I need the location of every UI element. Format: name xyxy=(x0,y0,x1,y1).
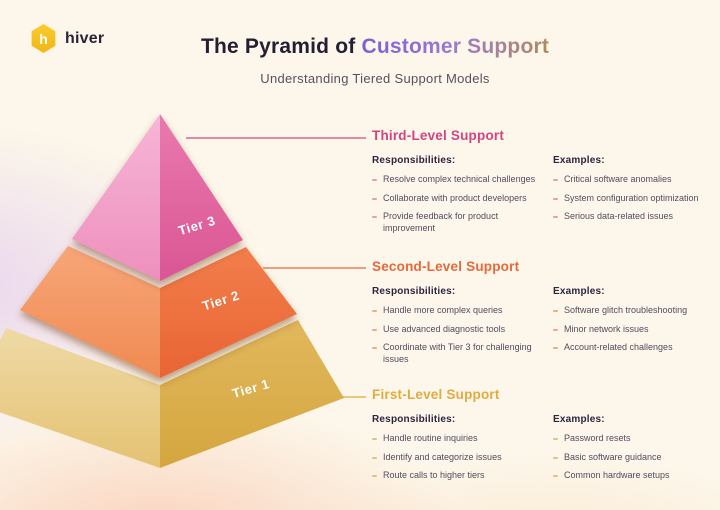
bullet-item: Resolve complex technical challenges xyxy=(372,174,538,186)
responsibilities-label: Responsibilities: xyxy=(372,286,456,297)
bullet-dash-icon xyxy=(553,328,558,331)
bullet-item: Common hardware setups xyxy=(553,470,712,482)
section-second-level: Second-Level Support Responsibilities: H… xyxy=(372,259,712,373)
examples-label: Examples: xyxy=(553,286,605,297)
bullet-item: Critical software anomalies xyxy=(553,174,712,186)
bullet-item: Route calls to higher tiers xyxy=(372,470,538,482)
bullet-dash-icon xyxy=(372,438,377,440)
bullet-item: Basic software guidance xyxy=(553,452,712,464)
third-level-heading: Third-Level Support xyxy=(372,128,505,143)
bullet-dash-icon xyxy=(372,197,377,200)
section-third-level: Third-Level Support Responsibilities: Re… xyxy=(372,128,712,242)
bullet-item: Account-related challenges xyxy=(553,342,712,354)
pyramid-tier-1 xyxy=(0,320,344,468)
title-highlight: Customer Support xyxy=(361,35,550,58)
examples-label: Examples: xyxy=(553,155,605,166)
hiver-hexagon-icon: h xyxy=(31,24,56,53)
examples-label: Examples: xyxy=(553,414,605,425)
bullet-dash-icon xyxy=(553,438,558,440)
bullet-dash-icon xyxy=(372,310,377,312)
tier1-left-face xyxy=(0,328,160,468)
tier3-right-face xyxy=(160,114,243,281)
bullet-dash-icon xyxy=(553,456,558,459)
brand-logo: h hiver xyxy=(30,24,104,53)
bullet-dash-icon xyxy=(553,216,558,219)
first-level-heading: First-Level Support xyxy=(372,387,500,402)
brand-name: hiver xyxy=(65,29,105,47)
bullet-dash-icon xyxy=(553,347,558,350)
bullet-item: Password resets xyxy=(553,433,712,445)
bullet-item: Provide feedback for product improvement xyxy=(372,211,538,234)
bullet-dash-icon xyxy=(372,328,377,331)
page-subtitle: Understanding Tiered Support Models xyxy=(260,71,490,86)
responsibilities-label: Responsibilities: xyxy=(372,155,456,166)
bullet-item: Coordinate with Tier 3 for challenging i… xyxy=(372,342,538,365)
bullet-item: Serious data-related issues xyxy=(553,211,712,223)
bullet-item: Minor network issues xyxy=(553,324,712,336)
bullet-item: System configuration optimization xyxy=(553,193,712,205)
bullet-dash-icon xyxy=(372,179,377,181)
bullet-dash-icon xyxy=(372,475,377,478)
bullet-item: Use advanced diagnostic tools xyxy=(372,324,538,336)
responsibilities-label: Responsibilities: xyxy=(372,414,456,425)
section-first-level: First-Level Support Responsibilities: Ha… xyxy=(372,387,712,489)
title-prefix: The Pyramid of xyxy=(200,35,356,58)
bullet-dash-icon xyxy=(372,456,377,459)
pyramid-tier-3 xyxy=(72,114,243,281)
second-level-heading: Second-Level Support xyxy=(372,259,520,274)
bullet-item: Software glitch troubleshooting xyxy=(553,305,712,317)
tier3-left-face xyxy=(72,114,160,281)
bullet-dash-icon xyxy=(372,347,377,350)
bullet-item: Handle more complex queries xyxy=(372,305,538,317)
tier2-right-face xyxy=(160,247,297,378)
tier2-left-face xyxy=(20,246,160,378)
pyramid-tier-2 xyxy=(20,246,297,378)
bullet-dash-icon xyxy=(553,310,558,312)
bullet-dash-icon xyxy=(553,179,558,181)
tier1-label: Tier 1 xyxy=(231,376,272,401)
tier3-label: Tier 3 xyxy=(176,213,217,238)
bullet-item: Collaborate with product developers xyxy=(372,193,538,205)
tier1-right-face xyxy=(160,320,344,468)
bullet-dash-icon xyxy=(372,216,377,219)
bullet-dash-icon xyxy=(553,475,558,478)
tier2-label: Tier 2 xyxy=(200,288,241,314)
page-title: The Pyramid of Customer Support xyxy=(30,35,720,59)
bullet-dash-icon xyxy=(553,197,558,200)
logo-letter: h xyxy=(39,30,48,47)
bullet-item: Handle routine inquiries xyxy=(372,433,538,445)
bullet-item: Identify and categorize issues xyxy=(372,452,538,464)
